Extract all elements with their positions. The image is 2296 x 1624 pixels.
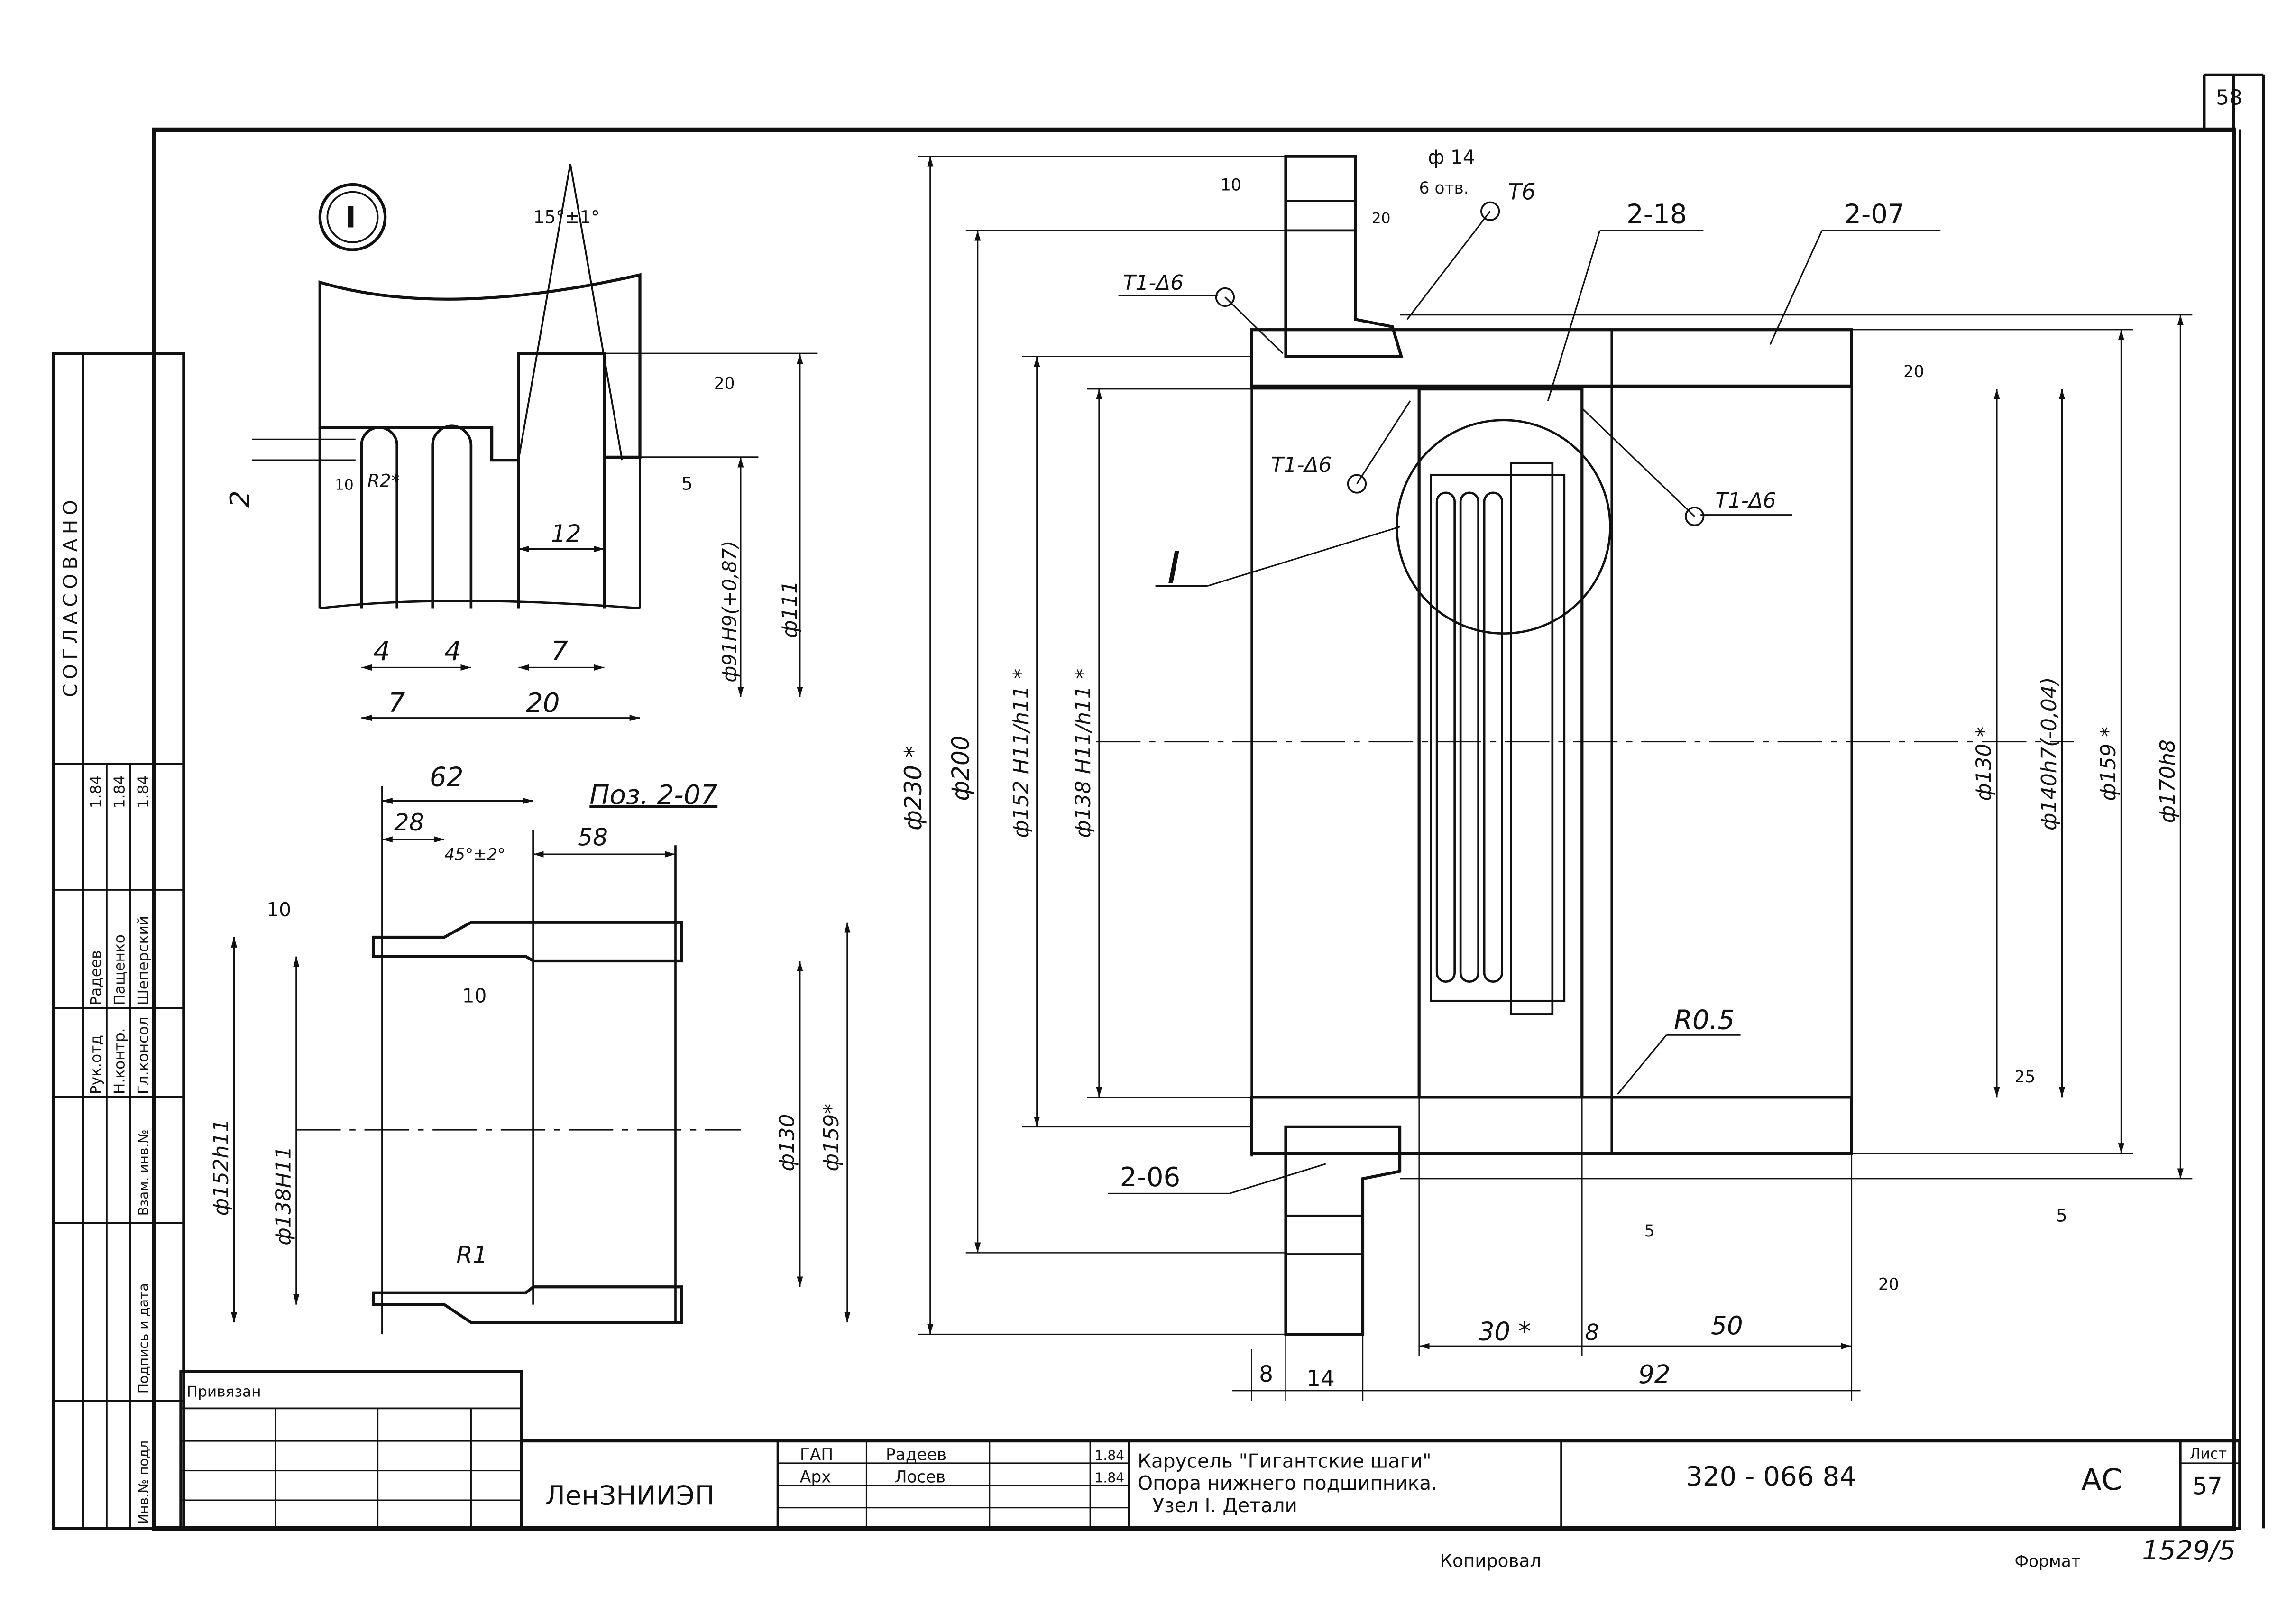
date-arch: 1.84 (1095, 1470, 1125, 1486)
date-1: 1.84 (87, 775, 104, 809)
dim-4a: 4 (373, 636, 390, 667)
page-number: 58 (2216, 85, 2242, 110)
dim-4b: 4 (444, 636, 461, 667)
roughness-m1: 10 (1221, 176, 1241, 195)
dim-small-8: 8 (1585, 1320, 1599, 1346)
dim-14: 14 (1306, 1366, 1335, 1392)
title-line-3: Узел I. Детали (1152, 1494, 1297, 1517)
dim-dia-138: ф138Н11 (271, 1146, 295, 1245)
dim-dia-230: ф230 * (900, 746, 927, 830)
label-weld-right: Т1-Δ6 (1715, 489, 1776, 513)
roughness-m6: 20 (1878, 1275, 1899, 1294)
radius-R2: R2* (367, 470, 400, 491)
document-code: 320 - 066 84 (1686, 1461, 1856, 1492)
label-weld-top: Т1-Δ6 (1123, 271, 1184, 295)
dim-dia-111: ф111 (778, 581, 802, 638)
role-gap: ГАП (800, 1446, 833, 1465)
dim-50: 50 (1711, 1311, 1743, 1340)
roughness-5: 5 (681, 473, 693, 494)
replaced-inv-label: Взам. инв.№ (136, 1129, 151, 1216)
date-3: 1.84 (135, 775, 152, 809)
position-title: Поз. 2-07 (589, 780, 717, 811)
title-line-1: Карусель "Гигантские шаги" (1138, 1449, 1432, 1472)
date-gap: 1.84 (1095, 1448, 1125, 1464)
original-inv-label: Инв.№ подл (136, 1440, 151, 1524)
label-part-2-06: 2-06 (1120, 1162, 1181, 1193)
dim-dia-130-main: ф130 * (1972, 727, 1996, 801)
roughness-m4: 5 (1644, 1222, 1654, 1241)
dim-dia-152-fit: ф152 Н11/h11 * (1009, 669, 1033, 838)
dim-28: 28 (394, 809, 424, 836)
role-norm-control: Н.контр. (111, 1028, 128, 1094)
date-2: 1.84 (111, 775, 128, 809)
dim-20: 20 (526, 688, 560, 719)
signature-date-label: Подпись и дата (136, 1283, 151, 1393)
dim-dia-130: ф130 (775, 1114, 799, 1172)
dim-dia-140: ф140h7(-0,04) (2037, 677, 2061, 830)
label-T6: Т6 (1508, 179, 1535, 205)
label-R05: R0.5 (1674, 1005, 1735, 1036)
roughness-m2: 20 (1372, 210, 1391, 227)
label-part-2-18: 2-18 (1626, 199, 1687, 230)
dim-30: 30 * (1479, 1317, 1531, 1347)
dim-12: 12 (551, 520, 581, 547)
role-head-dept: Рук.отд (87, 1035, 104, 1094)
name-sheperskiy: Шеперский (135, 916, 152, 1006)
dim-92: 92 (1638, 1360, 1671, 1389)
sheet-number: 57 (2192, 1473, 2223, 1500)
copied-by-label: Копировал (1440, 1550, 1541, 1571)
bound-label: Привязан (187, 1383, 261, 1400)
dim-dia-200: ф200 (947, 735, 974, 801)
dim-chamfer: 45°±2° (444, 846, 505, 865)
label-f14: ф 14 (1428, 146, 1475, 168)
sheet-label: Лист (2189, 1446, 2227, 1463)
dim-58: 58 (578, 823, 608, 851)
approval-side-panel: СОГЛАСОВАНО Рук.отд Н.контр. Гл.консол Р… (52, 352, 185, 1530)
roughness-m7: 25 (2014, 1068, 2035, 1087)
organization: ЛенЗНИИЭП (545, 1480, 715, 1511)
taper-angle: 15°±1° (533, 206, 600, 227)
label-weld-mid: Т1-Δ6 (1271, 453, 1332, 477)
view-detail-I: I 15°±1° 2 R2* 4 4 7 20 7 12 ф91Н9(+0,87 (225, 163, 818, 721)
name-gap: Радеев (886, 1446, 946, 1465)
stage-code: АС (2081, 1462, 2122, 1497)
title-stamp: Привязан ЛенЗНИИЭП ГАП Радеев 1.84 Арх Л… (179, 1370, 2241, 1530)
dim-7b: 7 (551, 636, 568, 667)
role-chief-consult: Гл.консол (135, 1017, 152, 1095)
label-part-2-07: 2-07 (1844, 199, 1905, 230)
roughness-10: 10 (335, 477, 354, 494)
dim-dia-170: ф170h8 (2156, 739, 2180, 823)
view-I-label: I (345, 200, 356, 235)
roughness-10a: 10 (266, 898, 291, 921)
title-line-2: Опора нижнего подшипника. (1138, 1472, 1437, 1495)
dim-dia-91: ф91Н9(+0,87) (718, 541, 741, 683)
dim-dia-138-fit: ф138 Н11/h11 * (1071, 669, 1095, 838)
format-label: Формат (2014, 1552, 2080, 1571)
radius-R1: R1 (456, 1241, 488, 1269)
view-main-assembly: ф230 * ф200 ф152 Н11/h11 * ф138 Н11/h11 … (900, 146, 2193, 1401)
roughness-m5: 5 (2056, 1205, 2067, 1226)
roughness-10b: 10 (462, 984, 487, 1007)
label-holes: 6 отв. (1419, 179, 1469, 198)
name-arch: Лосев (895, 1468, 946, 1487)
format-code: 1529/5 (2142, 1535, 2236, 1566)
name-pashchenko: Пащенко (111, 934, 128, 1006)
agreed-label: СОГЛАСОВАНО (59, 496, 82, 697)
dim-62: 62 (430, 762, 464, 793)
roughness-20: 20 (714, 374, 735, 393)
dim-2: 2 (225, 490, 256, 508)
dim-dia-152: ф152h11 (209, 1119, 233, 1216)
dim-8: 8 (1259, 1362, 1273, 1387)
role-arch: Арх (800, 1468, 831, 1487)
dim-7a: 7 (388, 688, 405, 719)
view-position-2-07: Поз. 2-07 62 28 45°±2° 58 ф152h11 ф138Н1… (209, 762, 851, 1335)
roughness-m3: 20 (1903, 362, 1924, 381)
dim-dia-159: ф159* (819, 1104, 844, 1172)
name-radeev: Радеев (87, 950, 104, 1005)
dim-dia-159-main: ф159 * (2096, 727, 2121, 801)
